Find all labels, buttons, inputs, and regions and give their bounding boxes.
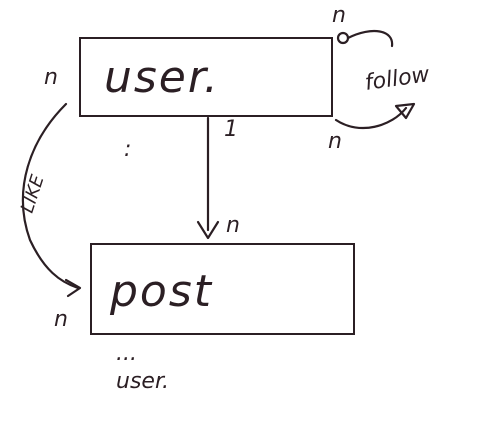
post-entity-label: post [109, 266, 213, 317]
authorship-relation: 1 n [196, 116, 240, 240]
authorship-card-from: 1 [224, 117, 238, 142]
post-attr-label: user. [116, 369, 169, 394]
authorship-arrowhead [196, 220, 220, 240]
post-entity-box [90, 243, 355, 335]
follow-arc-top [346, 30, 394, 48]
post-ellipsis: ... [116, 341, 137, 366]
like-card-to: n [54, 307, 68, 332]
like-arc [21, 102, 80, 290]
follow-relation: follow n n [328, 3, 432, 154]
like-label: LIKE [17, 172, 49, 216]
user-entity-label: user. [104, 52, 220, 103]
user-entity[interactable]: user. [79, 37, 333, 117]
follow-card-to: n [328, 129, 342, 154]
like-relation: LIKE n n [17, 65, 82, 332]
follow-card-from: n [332, 3, 346, 28]
authorship-card-to: n [226, 213, 240, 238]
follow-connector-circle [336, 31, 350, 45]
like-card-from: n [44, 65, 58, 90]
like-arrowhead [64, 278, 82, 298]
follow-arrowhead [394, 102, 416, 120]
follow-arc-bottom [334, 106, 408, 129]
user-entity-box [79, 37, 333, 117]
follow-label: follow [363, 62, 432, 96]
user-ellipsis: : [124, 137, 131, 162]
post-entity[interactable]: post [90, 243, 355, 335]
